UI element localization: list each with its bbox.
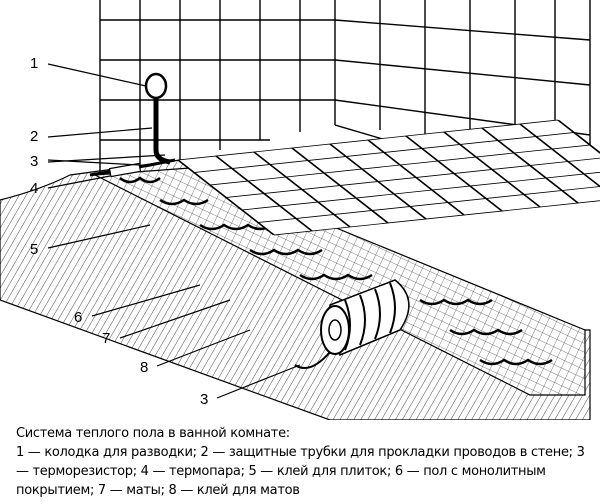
callout-8: 8 <box>140 359 148 376</box>
callout-7: 7 <box>102 330 110 347</box>
callout-2: 2 <box>30 128 38 145</box>
heating-cable <box>119 176 553 366</box>
protective-tube <box>153 98 171 165</box>
wiring-box <box>144 72 168 100</box>
heated-floor-illustration: 1 2 3 4 5 6 7 8 3 <box>0 0 600 420</box>
floor-tiles <box>176 119 600 236</box>
caption-legend: 1 — колодка для разводки; 2 — защитные т… <box>16 445 585 498</box>
callout-lines <box>47 63 301 399</box>
callout-6: 6 <box>74 309 82 326</box>
back-wall-tiles <box>99 0 336 178</box>
callout-3-thermistor: 3 <box>30 153 38 170</box>
callout-4: 4 <box>30 180 38 197</box>
mat-roll <box>294 279 410 369</box>
callout-5: 5 <box>30 241 38 258</box>
caption-title: Система теплого пола в ванной комнате: <box>16 426 290 441</box>
callout-1: 1 <box>30 55 38 72</box>
figure-caption: Система теплого пола в ванной комнате: 1… <box>16 424 596 500</box>
callout-3-roll: 3 <box>200 391 208 408</box>
